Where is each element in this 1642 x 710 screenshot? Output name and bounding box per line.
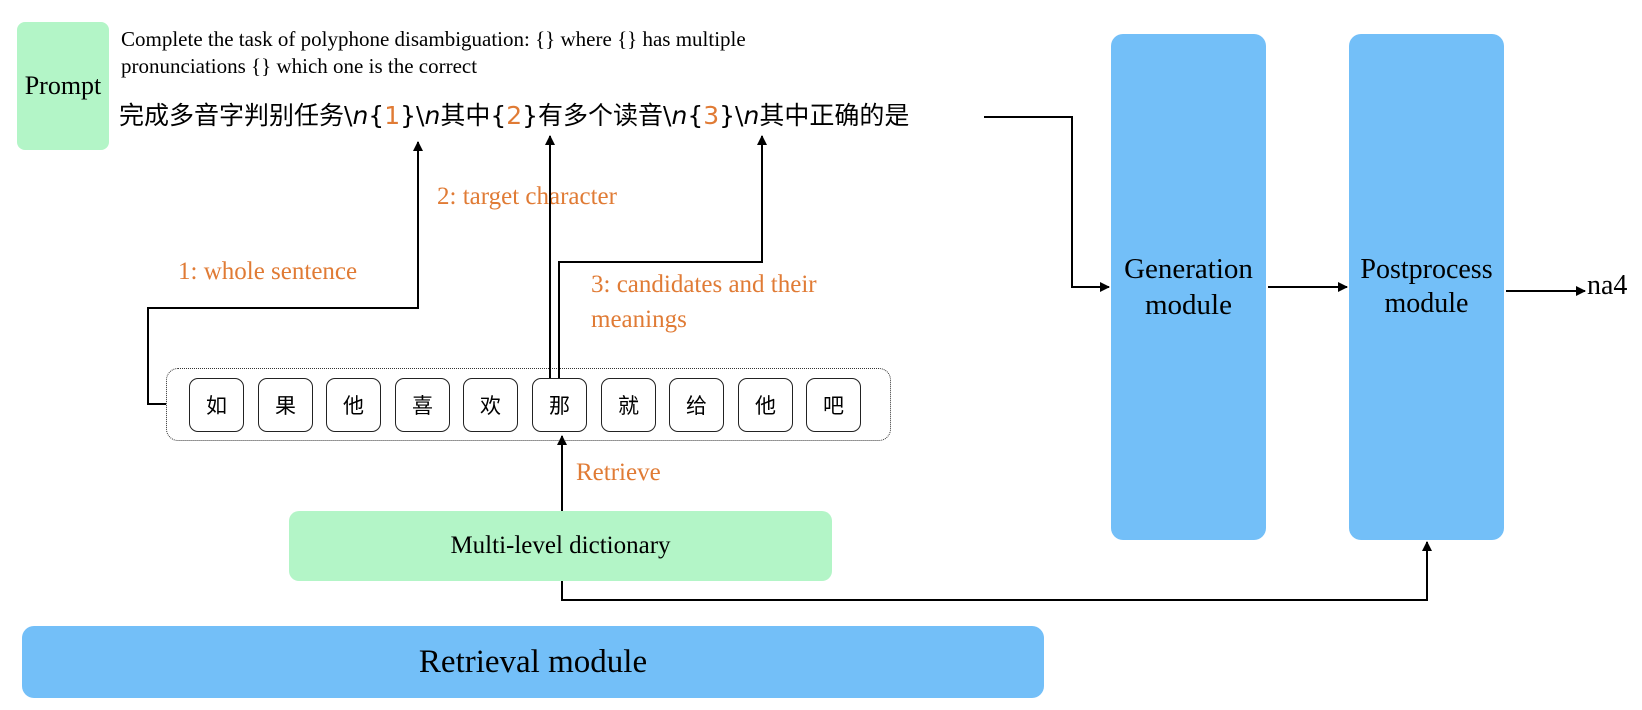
prompt-chinese-segment: { <box>687 101 704 130</box>
label-candidates-line-1: 3: candidates and their <box>591 271 817 298</box>
sentence-token: 那 <box>532 378 587 432</box>
label-retrieve: Retrieve <box>576 459 661 486</box>
label-target-character: 2: target character <box>437 183 617 210</box>
prompt-chinese-segment: 其中{ <box>440 101 507 130</box>
prompt-chinese-segment: 其中正确的是 <box>759 101 910 130</box>
arrow-prompt-to-generation <box>984 116 1110 292</box>
postprocess-module: Postprocess module <box>1349 34 1504 540</box>
postprocess-module-label-1: Postprocess <box>1360 254 1493 285</box>
prompt-chinese-segment: 3 <box>703 101 720 130</box>
sentence-token: 如 <box>189 378 244 432</box>
prompt-label: Prompt <box>24 71 102 100</box>
label-candidates-line-2: meanings <box>591 306 687 333</box>
prompt-chinese-segment: 1 <box>384 101 401 130</box>
sentence-token: 果 <box>258 378 313 432</box>
prompt-chinese-segment: { <box>368 101 385 130</box>
arrow-whole-sentence <box>147 141 423 405</box>
sentence-token: 他 <box>326 378 381 432</box>
prompt-chinese-segment: 完成多音字判别任务\ <box>119 101 353 130</box>
prompt-chinese-segment: n <box>671 101 688 130</box>
multi-level-dictionary: Multi-level dictionary <box>289 511 832 581</box>
generation-module-label-1: Generation <box>1124 253 1253 285</box>
prompt-chinese-segment: n <box>352 101 369 130</box>
sentence-token: 喜 <box>395 378 450 432</box>
sentence-token: 就 <box>601 378 656 432</box>
retrieval-module: Retrieval module <box>22 626 1044 698</box>
prompt-box: Prompt <box>17 22 109 150</box>
prompt-chinese-segment: n <box>424 101 441 130</box>
dictionary-label: Multi-level dictionary <box>450 532 671 559</box>
sentence-token: 欢 <box>463 378 518 432</box>
prompt-english-line-1: Complete the task of polyphone disambigu… <box>121 27 746 51</box>
sentence-token: 吧 <box>806 378 861 432</box>
prompt-chinese-segment: }有多个读音\ <box>522 101 672 130</box>
sentence-token-group <box>166 368 891 441</box>
prompt-chinese-segment: n <box>743 101 760 130</box>
prompt-chinese-template: 完成多音字判别任务\n{1}\n其中{2}有多个读音\n{3}\n其中正确的是 <box>119 96 909 132</box>
sentence-token: 他 <box>738 378 793 432</box>
output-pronunciation: na4 <box>1587 270 1628 301</box>
prompt-chinese-segment: 2 <box>506 101 523 130</box>
postprocess-module-label-2: module <box>1384 288 1469 319</box>
generation-module: Generation module <box>1111 34 1266 540</box>
prompt-chinese-segment: }\ <box>719 101 744 130</box>
prompt-chinese-segment: }\ <box>400 101 425 130</box>
prompt-english-line-2: pronunciations {} which one is the corre… <box>121 54 478 78</box>
label-whole-sentence: 1: whole sentence <box>178 258 358 285</box>
sentence-token: 给 <box>669 378 724 432</box>
retrieval-module-label: Retrieval module <box>418 643 648 680</box>
arrow-dictionary-to-postprocess <box>561 541 1432 601</box>
arrow-candidates <box>558 135 767 378</box>
generation-module-label-2: module <box>1145 289 1232 321</box>
